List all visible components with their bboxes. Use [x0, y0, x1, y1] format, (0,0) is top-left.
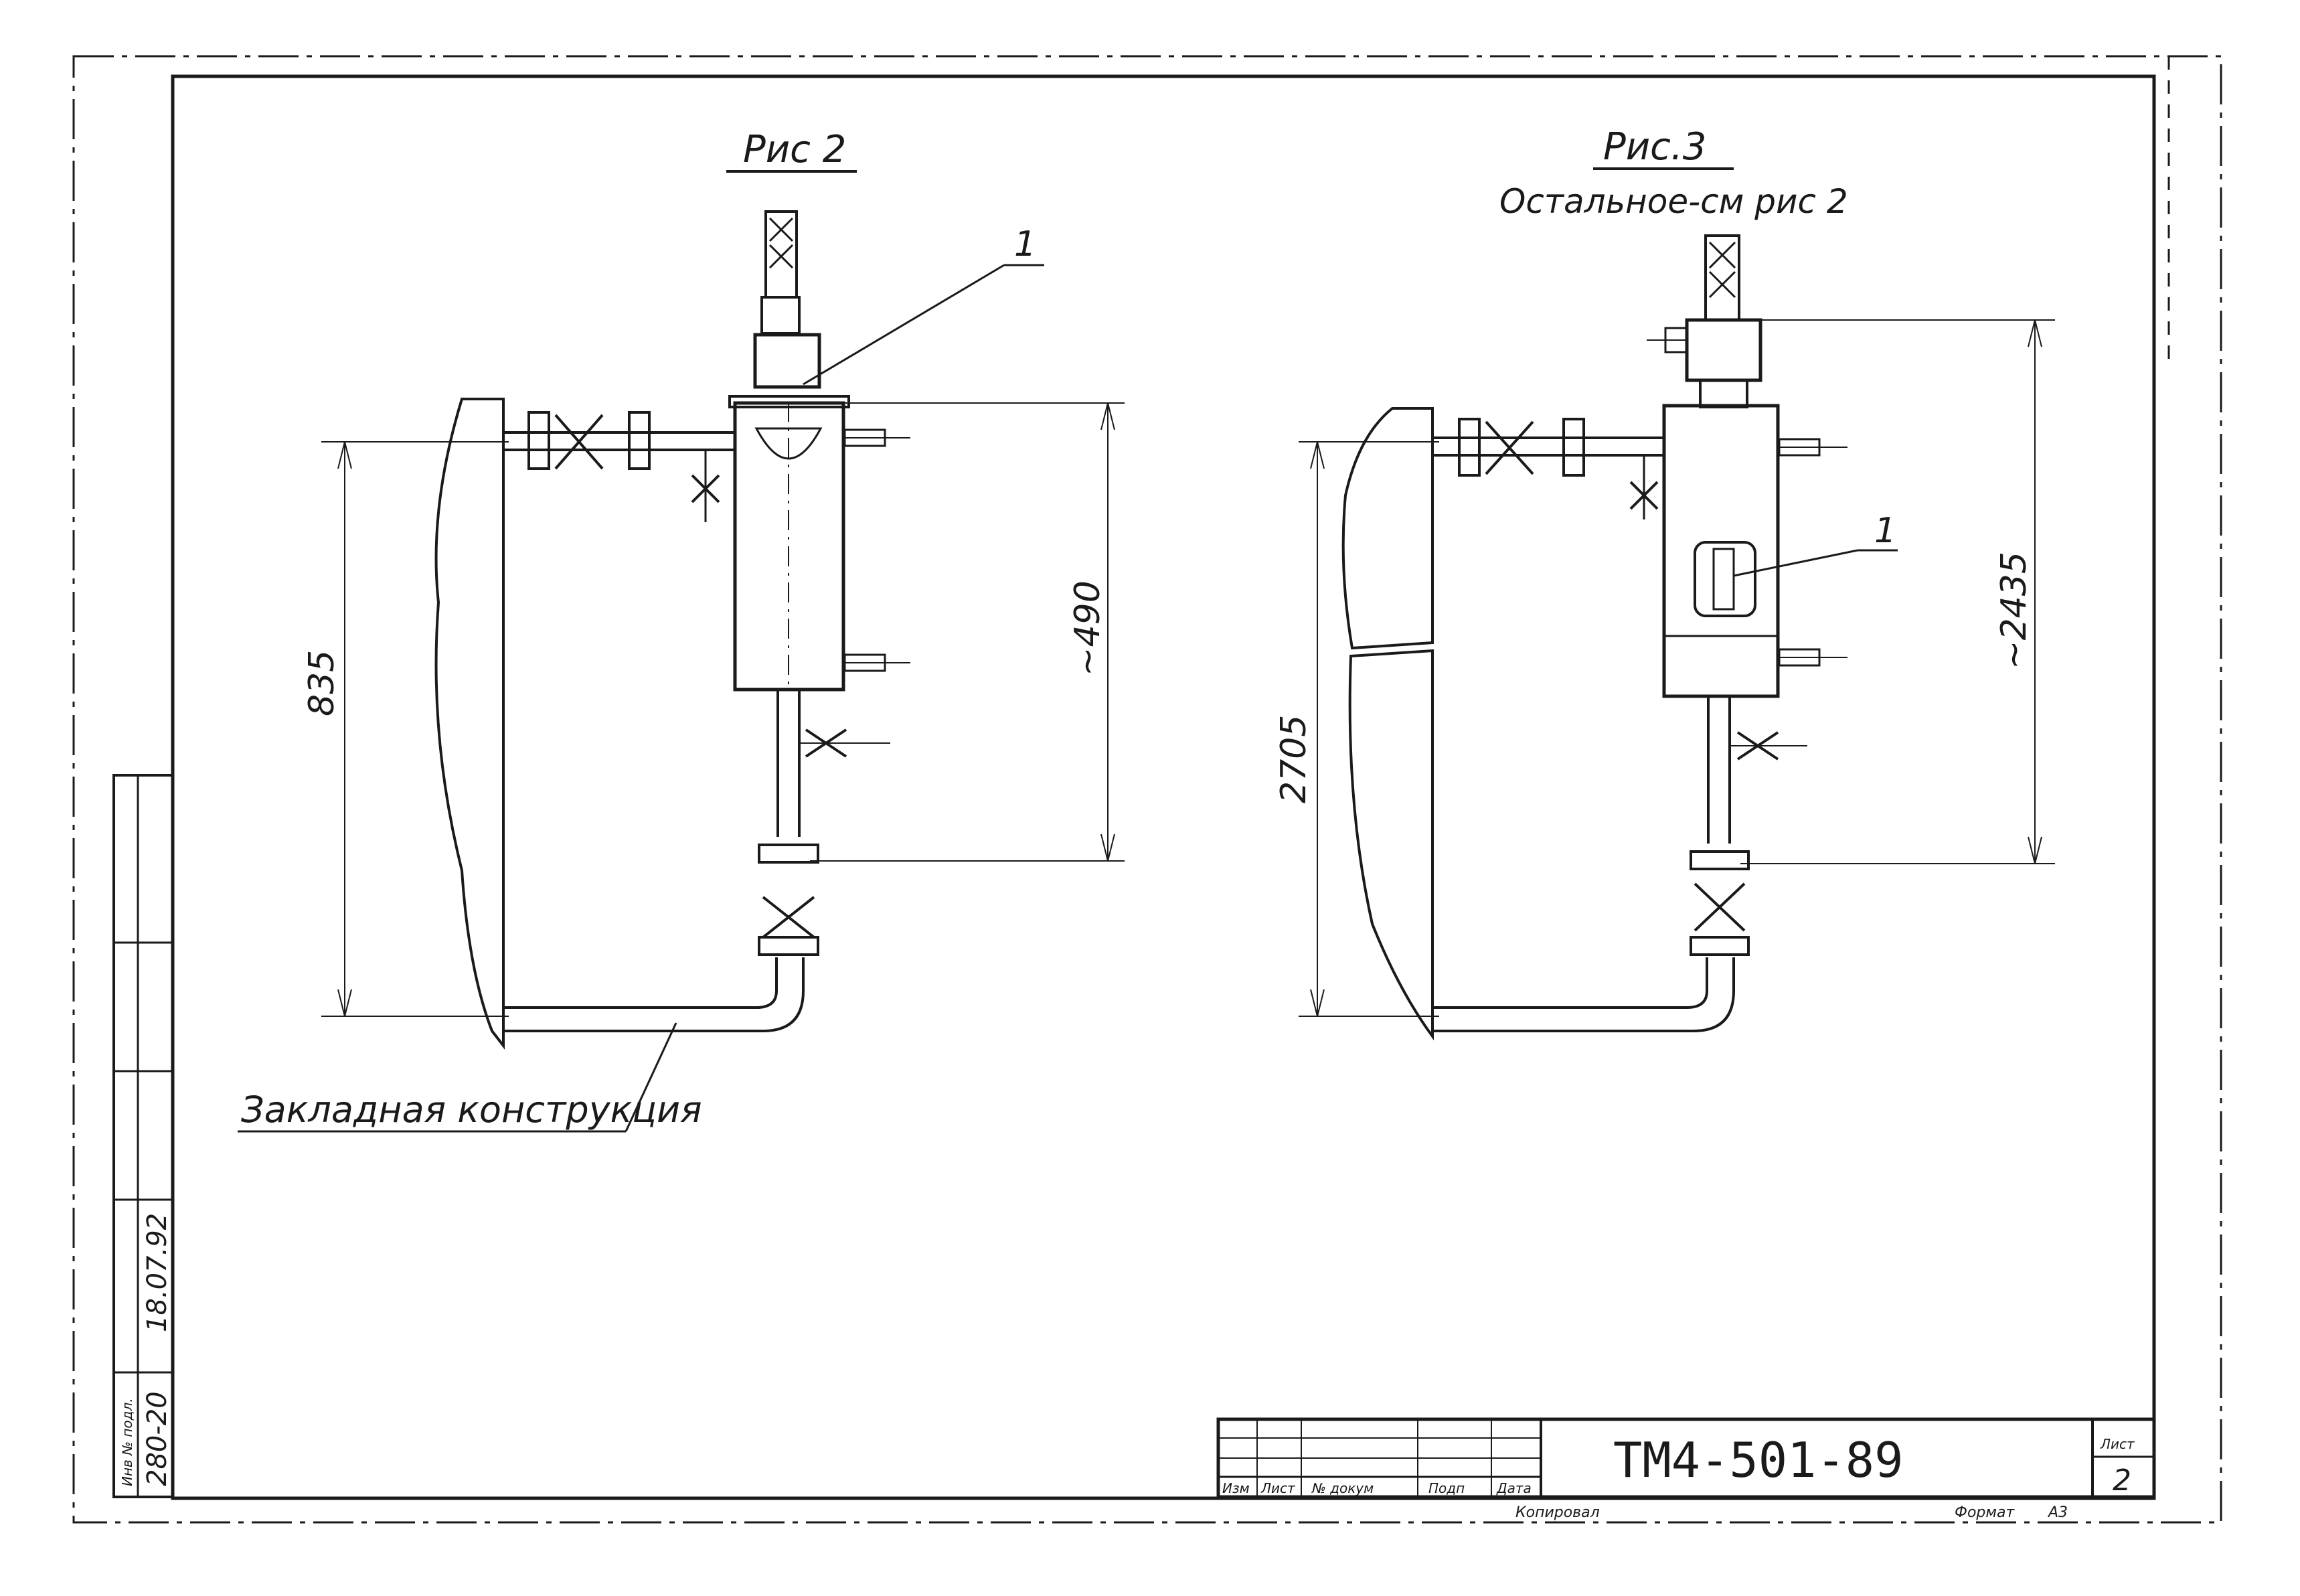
- col-izm: Изм: [1222, 1480, 1250, 1496]
- fig2-callout-number: 1: [1014, 224, 1036, 264]
- fig2-dim-right: ~490: [1068, 580, 1108, 676]
- figure-3: Рис.3 Остальное-см рис 2 1: [1274, 125, 2055, 1041]
- fig3-bend-inner: [1432, 957, 1708, 1009]
- fig2-top-nut2: [760, 296, 801, 335]
- fig2-embedded-leader: [625, 1022, 677, 1132]
- fig2-wall: [434, 398, 505, 1050]
- fig3-top-body: [1685, 318, 1762, 382]
- fig2-top-flange: [728, 395, 850, 408]
- fig3-probe-hatch: [1708, 241, 1736, 299]
- title-block: Изм Лист № докум Подп Дата ТМ4-501-89 Ли…: [1216, 1417, 2156, 1521]
- col-date: Дата: [1496, 1480, 1532, 1496]
- fig2-dim-arrows: [337, 441, 352, 1017]
- fig2-dim-height: 835: [302, 650, 342, 716]
- side-stamp-date: 18.07.92: [142, 1213, 173, 1332]
- fig2-bend-outer: [503, 957, 805, 1032]
- fig2-lower-flange-1: [758, 844, 819, 864]
- fig2-valve-1: [554, 414, 604, 470]
- fig3-lower-valve: [1694, 882, 1746, 932]
- side-stamp: Инв № подл. 280-20 18.07.92: [112, 774, 174, 1498]
- fig3-drain-valve: [1629, 481, 1659, 510]
- fig3-dim-height: 2705: [1274, 715, 1314, 803]
- col-list: Лист: [1260, 1480, 1296, 1496]
- format-label: Формат: [1955, 1504, 2015, 1521]
- col-sign: Подп: [1428, 1480, 1465, 1496]
- fig3-flange-2: [1562, 418, 1585, 477]
- fig2-bend-inner: [503, 957, 778, 1009]
- fig3-window: [1694, 541, 1756, 617]
- fig3-subtitle: Остальное-см рис 2: [1499, 182, 1848, 221]
- fig2-probe-hatch: [768, 217, 794, 269]
- fig2-top-nut: [753, 333, 821, 389]
- outer-border: [72, 55, 2222, 1524]
- fig3-title: Рис.3: [1603, 125, 1706, 169]
- fig2-inner-cup: [754, 427, 823, 460]
- fig2-drain-valve: [691, 474, 720, 503]
- fig3-callout-number: 1: [1874, 511, 1896, 551]
- side-stamp-frame: [112, 774, 174, 1498]
- fig3-neck: [1699, 379, 1748, 408]
- fig2-dimr-arrows: [1100, 402, 1115, 862]
- fig3-lower-flange-2: [1690, 936, 1750, 956]
- fig2-callout-leader: [803, 264, 1005, 386]
- side-stamp-inv-label: Инв № подл.: [119, 1398, 135, 1486]
- doc-code: ТМ4-501-89: [1613, 1432, 1903, 1488]
- fig3-window-insert: [1712, 548, 1735, 611]
- sheet-label: Лист: [2100, 1436, 2135, 1452]
- fig3-valve-1: [1485, 420, 1534, 475]
- fig2-title: Рис 2: [743, 128, 846, 171]
- sheet-number: 2: [2113, 1463, 2131, 1498]
- fig3-wall-upper: [1341, 407, 1434, 650]
- side-stamp-inv-number: 280-20: [142, 1391, 173, 1486]
- fig3-dim-arrows: [1310, 441, 1325, 1017]
- fig3-top-side-nut: [1664, 327, 1688, 353]
- fig3-dimr-arrows: [2028, 319, 2042, 864]
- fig3-vessel: [1662, 404, 1780, 698]
- fig3-callout-leader: [1733, 549, 1858, 577]
- copied-label: Копировал: [1515, 1504, 1600, 1521]
- fig2-top-probe: [764, 210, 798, 299]
- fig2-lower-flange-2: [758, 936, 819, 956]
- figure-2: Рис 2 1: [238, 128, 1125, 1133]
- fig3-wall-lower: [1348, 649, 1434, 1041]
- col-doc: № докум: [1311, 1480, 1374, 1496]
- fig2-lower-valve: [762, 896, 815, 939]
- fig3-top-probe: [1704, 234, 1740, 321]
- fig3-dim-right: ~2435: [1994, 552, 2034, 669]
- fig3-flange-1: [1458, 418, 1481, 477]
- fig2-flange-1: [527, 411, 550, 470]
- fig3-bend-outer: [1432, 957, 1735, 1032]
- fig2-flange-2: [628, 411, 651, 470]
- fig3-lower-flange-1: [1690, 850, 1750, 870]
- inner-frame: [171, 74, 2156, 1500]
- fig2-embedded-label: Закладная конструкция: [241, 1089, 702, 1131]
- format-value: А3: [2047, 1504, 2068, 1521]
